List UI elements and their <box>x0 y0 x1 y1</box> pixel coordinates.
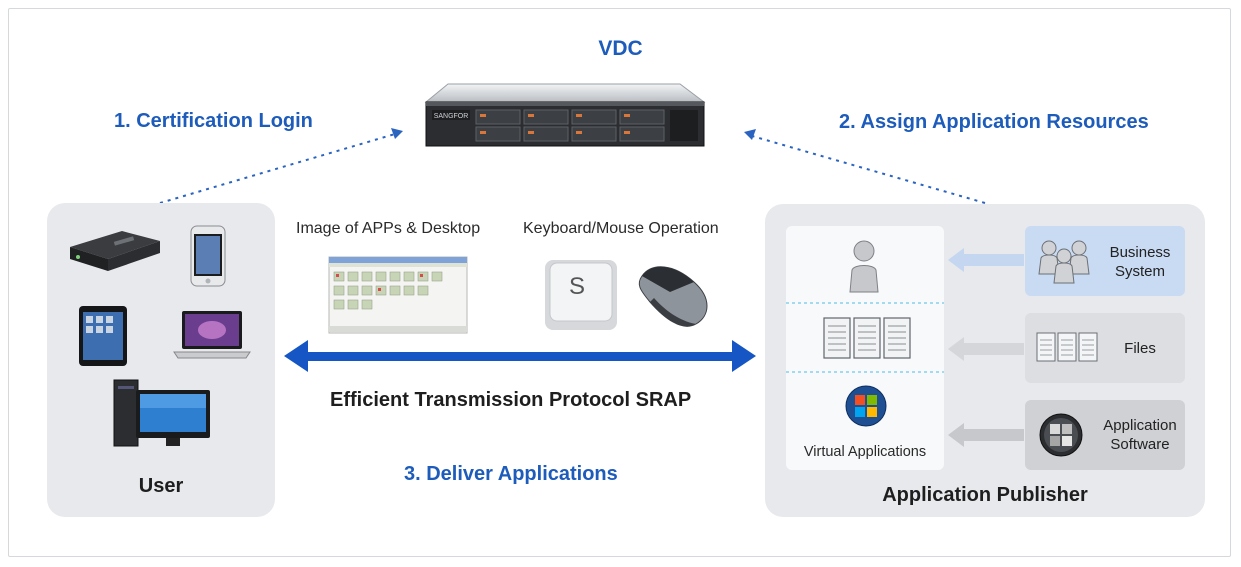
user-label: User <box>138 475 184 497</box>
set-top-box-icon <box>70 231 160 271</box>
key-letter: S <box>569 273 585 300</box>
application-software-label: Application Software <box>1103 417 1177 453</box>
double-arrow-left-head <box>284 340 308 372</box>
double-arrow-right-head <box>732 340 756 372</box>
assign-arrow-line <box>751 135 986 204</box>
application-software-icon <box>1039 413 1083 457</box>
files-icon <box>1036 332 1098 362</box>
virtual-applications-label: Virtual Applications <box>803 444 927 460</box>
tablet-icon <box>79 306 127 366</box>
keyboard-key-icon: S <box>545 260 617 330</box>
business-people-icon <box>1038 240 1090 284</box>
software-arrow-head <box>948 423 964 447</box>
files-label: Files <box>1124 340 1156 357</box>
step-assign-resources: 2. Assign Application Resources <box>839 111 1149 133</box>
app-desktop-screenshot-icon <box>328 256 468 334</box>
user-figure-icon <box>849 240 879 293</box>
virtual-apps-dividers <box>786 302 944 373</box>
files-arrow-head <box>948 337 964 361</box>
documents-icon <box>823 317 911 359</box>
double-arrow <box>284 340 756 372</box>
files-arrow-shaft <box>962 343 1024 355</box>
server-brand-text: SANGFOR <box>434 113 469 120</box>
keyboard-caption: Keyboard/Mouse Operation <box>523 220 719 237</box>
resource-arrows <box>948 248 1024 447</box>
double-arrow-shaft <box>304 352 736 361</box>
login-arrow-line <box>159 133 396 204</box>
business-system-label: Business System <box>1109 244 1171 280</box>
assign-arrow-head <box>744 129 756 140</box>
image-caption: Image of APPs & Desktop <box>296 220 481 237</box>
business-arrow-head <box>948 248 964 272</box>
publisher-label: Application Publisher <box>882 484 1088 506</box>
diagram-frame <box>8 8 1231 557</box>
windows-logo-icon <box>845 385 887 427</box>
business-arrow-shaft <box>962 254 1024 266</box>
vdc-server-icon: SANGFOR <box>424 83 706 147</box>
mouse-icon <box>638 266 708 327</box>
laptop-icon <box>173 311 251 359</box>
step-certification-login: 1. Certification Login <box>114 110 313 132</box>
step-deliver-applications: 3. Deliver Applications <box>404 463 618 485</box>
vdc-title: VDC <box>598 37 643 60</box>
login-arrow-head <box>391 128 403 139</box>
smartphone-icon <box>190 225 226 287</box>
desktop-computer-icon <box>113 379 210 447</box>
software-arrow-shaft <box>962 429 1024 441</box>
protocol-label: Efficient Transmission Protocol SRAP <box>330 389 692 411</box>
